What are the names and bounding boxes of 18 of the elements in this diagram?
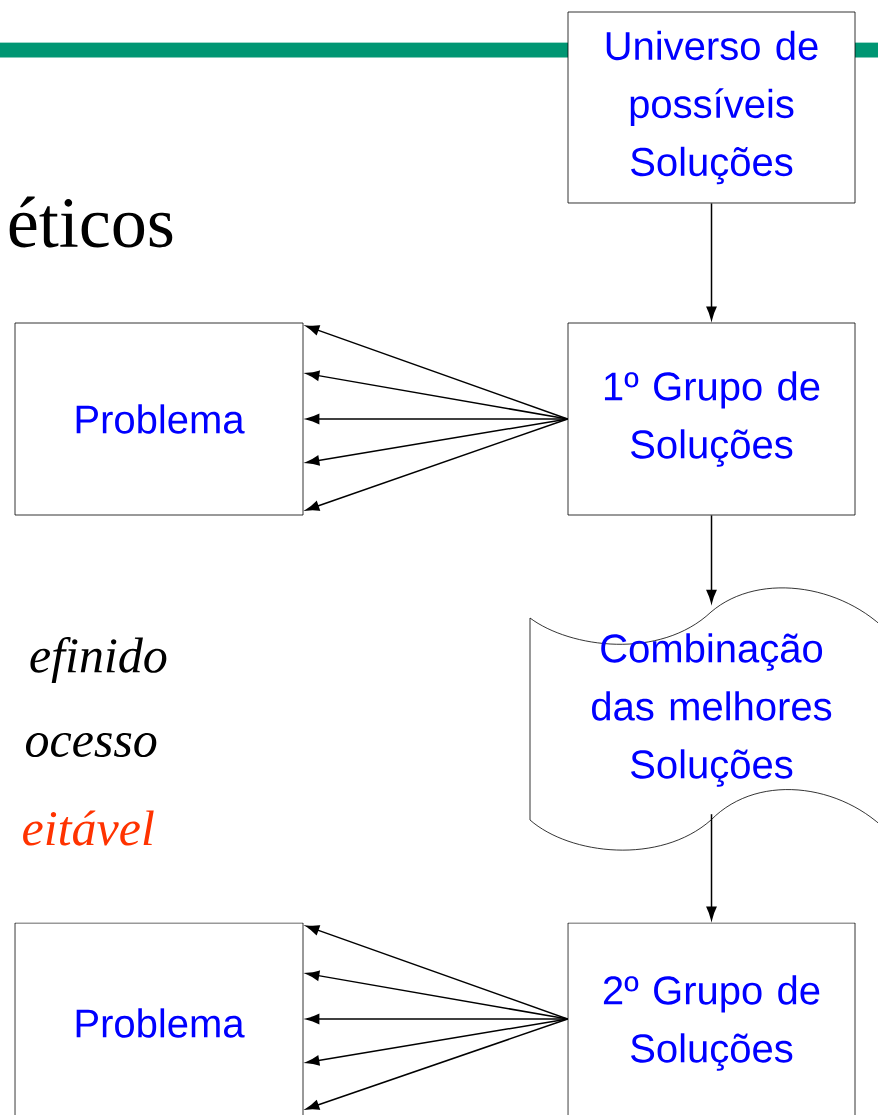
slide-text: efinido <box>30 637 167 683</box>
process-box: Universo de possíveis Soluções <box>567 11 856 204</box>
arrow <box>305 418 569 466</box>
slide-text: éticos <box>9 196 173 248</box>
arrow <box>305 925 569 1020</box>
process-box: 2º Grupo de Soluções <box>567 922 856 1115</box>
process-box: Problema <box>14 922 304 1115</box>
arrow <box>305 418 569 511</box>
process-box: 1º Grupo de Soluções <box>567 322 856 516</box>
arrow <box>305 1018 569 1110</box>
process-box: Problema <box>14 322 304 516</box>
arrow <box>305 325 569 420</box>
arrow <box>306 1014 569 1024</box>
arrow <box>706 514 717 604</box>
slide-text: ocesso <box>26 733 157 758</box>
arrow <box>306 414 569 424</box>
slide-text: eitável <box>23 810 154 846</box>
arrow <box>305 1018 569 1066</box>
